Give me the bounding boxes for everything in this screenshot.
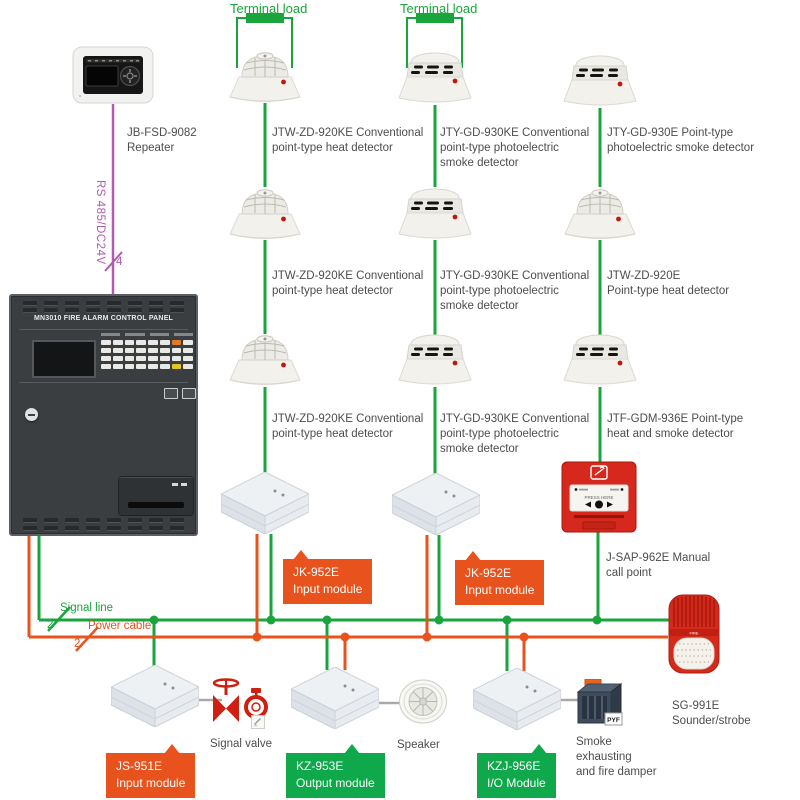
valve-status-icon: [251, 715, 265, 729]
signal-line-count: 2: [47, 619, 54, 631]
manual-call-point: PRESS HERE: [561, 461, 637, 533]
smoke-detector: [562, 53, 638, 109]
rs485-line: [104, 104, 123, 294]
signal-line-label: Signal line: [60, 602, 114, 614]
damper-label: Smoke exhausting and fire damper: [576, 736, 657, 778]
svg-text:FIRE: FIRE: [689, 631, 698, 636]
repeater-label: JB-FSD-9082 Repeater: [127, 127, 197, 154]
terminal-load-brackets: [236, 13, 463, 68]
smoke-detector: [397, 332, 473, 388]
power-cable-label: Power cable: [88, 620, 152, 632]
panel-vents-top: [23, 301, 184, 306]
heat-detector: [562, 185, 638, 243]
terminal-load-label-right: Terminal load: [400, 1, 478, 16]
io-module-kzj: [473, 668, 561, 730]
smoke-detector: [562, 332, 638, 388]
smoke-detector: [397, 50, 473, 106]
panel-lcd-display: [32, 340, 96, 378]
speaker-device: [399, 679, 447, 724]
panel-printer: [118, 476, 194, 516]
svg-text:PYF: PYF: [607, 717, 620, 724]
power-lines: [27, 534, 668, 671]
panel-usb-ports: [164, 388, 196, 399]
repeater-device: [72, 46, 154, 104]
power-cable-count: 2: [74, 638, 81, 650]
fire-damper-device: PYF: [576, 679, 623, 726]
signal-valve-device: [212, 678, 268, 722]
signal-lines: [37, 103, 674, 671]
smoke-detector: [397, 186, 473, 242]
panel-keypad: [101, 340, 193, 369]
input-module-js: [111, 665, 199, 727]
panel-vents-bottom: [23, 518, 184, 523]
panel-key-labels: [101, 333, 193, 336]
panel-title: MN3010 FIRE ALARM CONTROL PANEL: [33, 315, 174, 322]
input-module-jk1: [221, 472, 309, 534]
rs485-label: RS 485/DC24V: [94, 180, 106, 265]
panel-lock: [25, 408, 38, 421]
heat-detector: [227, 185, 303, 243]
rs485-count: 4: [116, 256, 123, 268]
signal-valve-label: Signal valve: [210, 738, 273, 750]
fire-alarm-control-panel: MN3010 FIRE ALARM CONTROL PANEL: [9, 294, 198, 536]
heat-detector: [227, 48, 303, 106]
heat-detector: [227, 331, 303, 389]
printer-slot: [128, 502, 184, 508]
terminal-load-label-left: Terminal load: [230, 1, 308, 16]
output-module-kz: [291, 667, 379, 729]
svg-text:PRESS HERE: PRESS HERE: [584, 495, 613, 500]
sounder-strobe: FIRE: [668, 594, 720, 674]
input-module-jk2: [392, 473, 480, 535]
speaker-label: Speaker: [397, 739, 440, 751]
